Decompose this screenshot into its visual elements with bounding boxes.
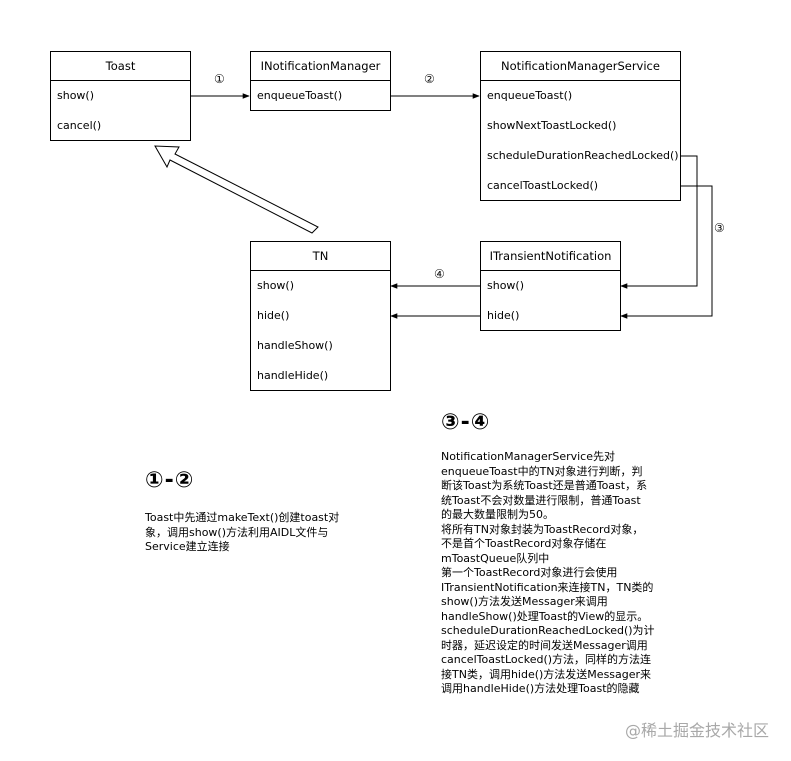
class-toast-title: Toast (51, 52, 190, 81)
step-label-4: ④ (434, 267, 445, 281)
method-nms-enqueue-toast: enqueueToast() (487, 89, 573, 102)
class-toast: Toast show() cancel() (50, 51, 191, 141)
method-tn-show: show() (257, 279, 295, 292)
class-inotification-manager-title: INotificationManager (251, 52, 390, 81)
method-itn-hide: hide() (487, 309, 520, 322)
class-itransient-notification: ITransientNotification show() hide() (480, 241, 621, 331)
arrow-step-3-hide (620, 185, 713, 319)
step-label-2: ② (424, 72, 435, 86)
class-tn-title: TN (251, 242, 390, 271)
note-left-heading: ①-② (145, 468, 195, 493)
class-itn-title: ITransientNotification (481, 242, 620, 271)
method-tn-handle-show: handleShow() (257, 339, 333, 352)
class-inotification-manager: INotificationManager enqueueToast() (250, 51, 391, 111)
arrow-step-3-show (620, 155, 698, 289)
note-left-body: Toast中先通过makeText()创建toast对 象，调用show()方法… (145, 511, 340, 553)
step-label-3: ③ (714, 221, 725, 235)
class-tn: TN show() hide() handleShow() handleHide… (250, 241, 391, 391)
watermark: @稀土掘金技术社区 (624, 721, 769, 740)
note-right-heading: ③-④ (441, 410, 491, 435)
method-tn-hide: hide() (257, 309, 290, 322)
method-nms-schedule-duration-reached-locked: scheduleDurationReachedLocked() (487, 149, 679, 162)
note-right-body: NotificationManagerService先对 enqueueToas… (441, 450, 655, 695)
method-toast-show: show() (57, 89, 95, 102)
method-inm-enqueue-toast: enqueueToast() (257, 89, 343, 102)
method-tn-handle-hide: handleHide() (257, 369, 329, 382)
class-nms-title: NotificationManagerService (481, 52, 680, 81)
method-nms-cancel-toast-locked: cancelToastLocked() (487, 179, 599, 192)
inheritance-arrow (154, 145, 319, 234)
method-itn-show: show() (487, 279, 525, 292)
step-label-1: ① (214, 72, 225, 86)
method-nms-show-next-toast-locked: showNextToastLocked() (487, 119, 617, 132)
method-toast-cancel: cancel() (57, 119, 102, 132)
class-notification-manager-service: NotificationManagerService enqueueToast(… (480, 51, 681, 201)
